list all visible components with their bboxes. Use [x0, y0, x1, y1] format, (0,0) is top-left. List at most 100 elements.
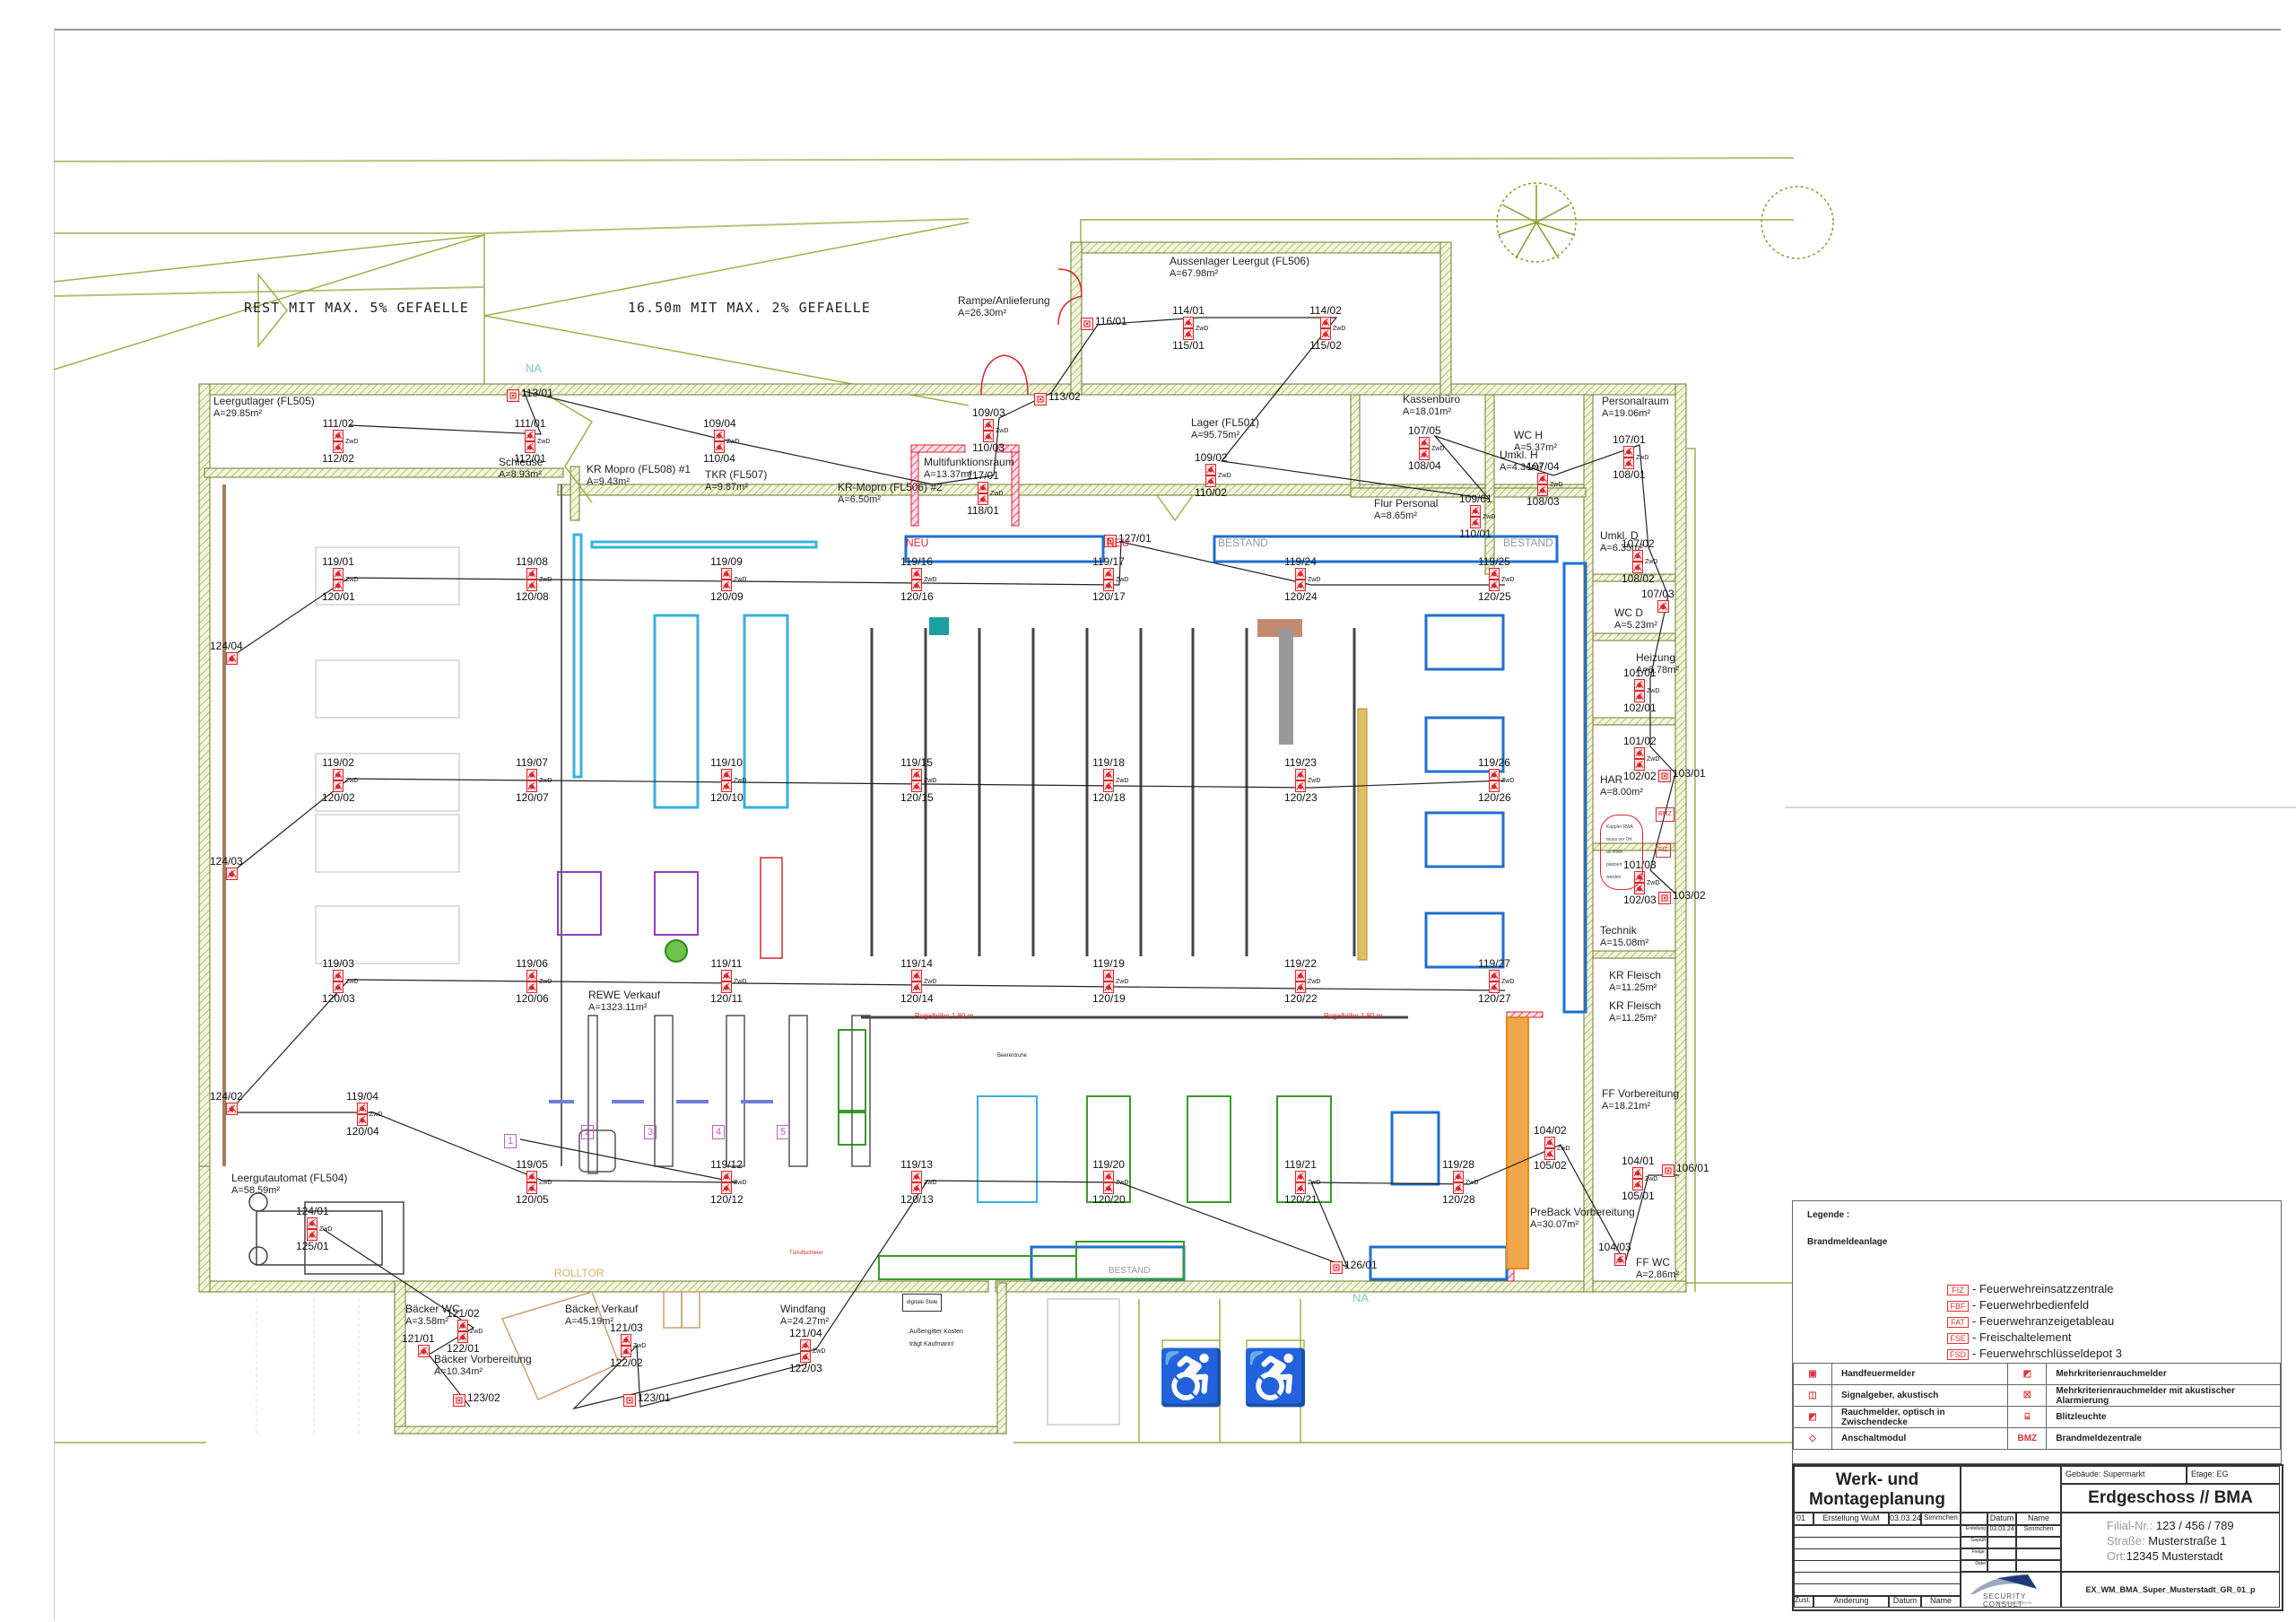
detector-pair[interactable]: 111/01 ZwD 112/01	[514, 418, 550, 465]
detector-id-bottom: 115/02	[1309, 339, 1342, 352]
detector-pair[interactable]: 109/04 ZwD 110/04	[703, 418, 739, 465]
single-detector[interactable]: 107/03	[1641, 589, 1674, 615]
zwd-label: ZwD	[1196, 326, 1209, 332]
smoke-detector-icon	[333, 769, 344, 780]
manual-call-point[interactable]: 127/01	[1104, 533, 1152, 550]
smoke-detector-icon	[457, 1331, 468, 1343]
detector-pair[interactable]: 119/02 ZwD 120/02	[322, 757, 358, 804]
smoke-detector-icon	[1320, 317, 1331, 328]
company-logo: SECURITY CONSULT & DOKUMENTATION	[1961, 1572, 2061, 1609]
detector-pair[interactable]: 119/13 ZwD 120/13	[900, 1159, 936, 1206]
detector-pair[interactable]: 114/02 ZwD 115/02	[1309, 305, 1345, 352]
detector-pair[interactable]: 124/01 ZwD 125/01	[296, 1206, 332, 1252]
detector-id-bottom: 108/01	[1613, 468, 1646, 481]
manual-call-point[interactable]: 113/01	[507, 388, 553, 405]
single-detector[interactable]: 121/01	[402, 1333, 435, 1360]
detector-pair[interactable]: 119/17 ZwD 120/17	[1092, 556, 1128, 603]
detector-pair[interactable]: 119/20 ZwD 120/20	[1092, 1159, 1128, 1206]
detector-pair[interactable]: 119/12 ZwD 120/12	[710, 1159, 746, 1206]
detector-pair[interactable]: 119/14 ZwD 120/14	[900, 958, 936, 1005]
detector-pair[interactable]: 114/01 ZwD 115/01	[1172, 305, 1209, 352]
manual-call-point[interactable]: 116/01	[1081, 316, 1127, 333]
smoke-detector-icon	[525, 441, 535, 453]
tree-icon	[1496, 182, 1834, 263]
detector-pair[interactable]: 109/03 ZwD 110/03	[972, 407, 1008, 454]
single-detector[interactable]: 124/04	[210, 641, 243, 667]
detector-pair[interactable]: 107/02 ZwD 108/02	[1622, 538, 1657, 585]
detector-pair[interactable]: 119/07 ZwD 120/07	[516, 757, 552, 804]
smoke-detector-icon	[983, 419, 994, 431]
detector-pair[interactable]: 119/08 ZwD 120/08	[516, 556, 552, 603]
detector-id-top: 121/04	[789, 1327, 822, 1339]
detector-pair[interactable]: 104/02 ZwD 105/02	[1534, 1125, 1570, 1172]
detector-pair[interactable]: 119/21 ZwD 120/21	[1284, 1159, 1320, 1206]
detector-pair[interactable]: 104/01 ZwD 105/01	[1622, 1155, 1658, 1202]
manual-call-point[interactable]: 123/01	[623, 1392, 671, 1409]
detector-pair[interactable]: 119/28 ZwD 120/28	[1442, 1159, 1478, 1206]
pallet-racks	[315, 546, 460, 964]
detector-pair[interactable]: 119/11 ZwD 120/11	[710, 958, 746, 1005]
detector-pair[interactable]: 119/10 ZwD 120/10	[710, 757, 746, 804]
symbol-table: ▣Handfeuermelder◩Mehrkriterienrauchmelde…	[1793, 1363, 2281, 1450]
detector-id-bottom: 120/22	[1284, 992, 1318, 1005]
detector-id-top: 119/19	[1092, 957, 1125, 970]
manual-call-point[interactable]: 103/02	[1658, 890, 1706, 907]
zwd-label: ZwD	[345, 577, 359, 583]
single-detector[interactable]: 124/03	[210, 856, 243, 883]
single-detector[interactable]: 104/03	[1598, 1242, 1631, 1269]
detector-pair[interactable]: 107/04 ZwD 108/03	[1526, 461, 1562, 508]
detector-pair[interactable]: 119/09 ZwD 120/09	[710, 556, 746, 603]
detector-id-bottom: 120/06	[516, 992, 549, 1005]
detector-id-top: 109/02	[1195, 451, 1228, 464]
detector-pair[interactable]: 119/23 ZwD 120/23	[1284, 757, 1320, 804]
detector-id-bottom: 105/02	[1534, 1159, 1567, 1172]
zwd-label: ZwD	[1645, 1176, 1658, 1182]
detector-id-top: 119/27	[1478, 957, 1510, 970]
detector-pair[interactable]: 119/24 ZwD 120/24	[1284, 556, 1320, 603]
detector-pair[interactable]: 119/06 ZwD 120/06	[516, 958, 552, 1005]
manual-call-point[interactable]: 106/01	[1662, 1163, 1709, 1180]
detector-pair[interactable]: 119/15 ZwD 120/15	[900, 757, 936, 804]
room-name: FF WC	[1636, 1256, 1670, 1269]
detector-pair[interactable]: 101/01 ZwD 102/01	[1623, 667, 1659, 714]
detector-pair[interactable]: 121/04 ZwD 122/03	[789, 1327, 825, 1374]
manual-call-point[interactable]: 123/02	[453, 1392, 500, 1409]
room-name: HAR	[1600, 773, 1623, 786]
detector-pair[interactable]: 119/27 ZwD 120/27	[1478, 957, 1514, 1005]
manual-call-point[interactable]: 113/02	[1034, 391, 1081, 408]
detector-pair[interactable]: 117/01 ZwD 118/01	[967, 470, 1003, 517]
detector-pair[interactable]: 119/05 ZwD 120/05	[516, 1159, 552, 1206]
detector-id-bottom: 120/13	[900, 1193, 934, 1206]
detector-pair[interactable]: 119/18 ZwD 120/18	[1092, 757, 1128, 804]
detector-pair[interactable]: 119/01 ZwD 120/01	[322, 555, 358, 603]
single-detector[interactable]: 124/02	[210, 1091, 243, 1118]
manual-call-point[interactable]: 126/01	[1330, 1260, 1378, 1277]
room-area: A=24.27m²	[780, 1316, 830, 1327]
detector-pair[interactable]: 119/04 ZwD 120/04	[346, 1091, 382, 1138]
room-name: Umkl. D	[1600, 529, 1639, 542]
detector-pair[interactable]: 109/02 ZwD 110/02	[1195, 451, 1231, 499]
detector-pair[interactable]: 109/01 ZwD 110/01	[1459, 493, 1495, 540]
detector-pair[interactable]: 107/05 ZwD 108/04	[1408, 425, 1444, 472]
detector-pair[interactable]: 119/25 ZwD 120/25	[1478, 556, 1514, 603]
manual-call-point[interactable]: 103/01	[1658, 768, 1706, 785]
call-point-id: 126/01	[1344, 1259, 1378, 1271]
room-name: Aussenlager Leergut (FL506)	[1170, 255, 1310, 267]
detector-pair[interactable]: 121/02 ZwD 122/01	[447, 1308, 483, 1355]
detector-pair[interactable]: 119/22 ZwD 120/22	[1284, 958, 1320, 1005]
detector-pair[interactable]: 121/03 ZwD 122/02	[610, 1322, 646, 1369]
detector-pair[interactable]: 119/03 ZwD 120/03	[322, 958, 358, 1005]
smoke-detector-icon	[1632, 1167, 1643, 1179]
detector-id-top: 119/01	[322, 555, 354, 568]
call-point-icon	[1658, 892, 1671, 904]
detector-pair[interactable]: 119/19 ZwD 120/19	[1092, 957, 1128, 1005]
detector-pair[interactable]: 101/02 ZwD 102/02	[1623, 736, 1659, 782]
detector-pair[interactable]: 119/16 ZwD 120/16	[900, 556, 936, 603]
detector-id-bottom: 120/14	[900, 992, 934, 1005]
detector-pair[interactable]: 101/03 ZwD 102/03	[1623, 859, 1659, 906]
smoke-detector-icon	[911, 1182, 922, 1194]
detector-pair[interactable]: 119/26 ZwD 120/26	[1478, 757, 1514, 804]
detector-pair[interactable]: 107/01 ZwD 108/01	[1613, 434, 1648, 481]
detector-pair[interactable]: 111/02 ZwD 112/02	[322, 418, 358, 465]
